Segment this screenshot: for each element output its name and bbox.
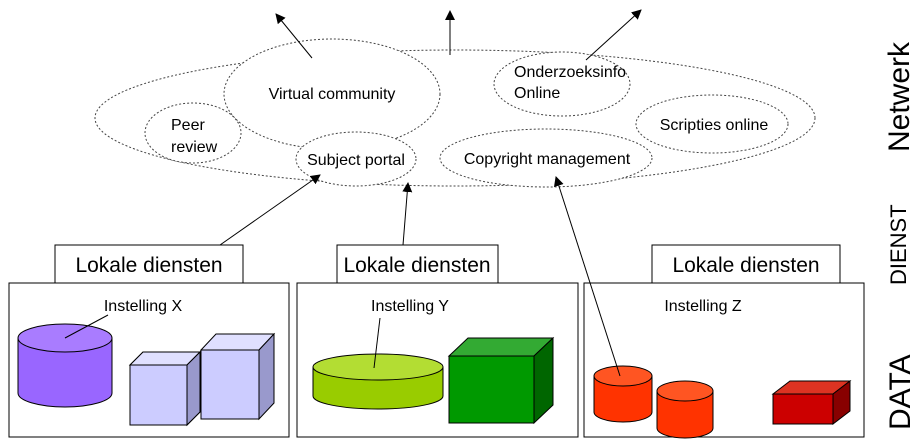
- onderzoeksinfo-ellipse: [493, 51, 631, 117]
- database-cylinder-z2: [656, 380, 714, 439]
- connector-arrow-z: [553, 176, 621, 377]
- data-block-z: [771, 379, 852, 426]
- connector-arrow-x: [219, 174, 321, 246]
- institution-z: Lokale diensten Instelling Z: [583, 244, 865, 439]
- scripties-ellipse: [635, 94, 789, 154]
- peer-review-label-line2: review: [171, 139, 218, 156]
- copyright-ellipse: [439, 128, 653, 188]
- connector-arrow-y: [402, 182, 413, 246]
- layer-label-data: DATA: [884, 354, 917, 430]
- copyright-label: Copyright management: [464, 151, 631, 168]
- connector-line-x-cylinder: [64, 314, 109, 339]
- subject-portal-ellipse: [295, 131, 417, 187]
- database-cylinder-x: [17, 323, 113, 408]
- local-services-label-y: Lokale diensten: [343, 254, 490, 277]
- local-services-label-z: Lokale diensten: [672, 254, 819, 277]
- virtual-community-ellipse: [223, 38, 441, 150]
- data-cube-small-x: [128, 350, 202, 427]
- institution-name-x: Instelling X: [104, 298, 183, 315]
- institution-y: Lokale diensten Instelling Y: [296, 244, 579, 438]
- database-cylinder-z1: [593, 365, 653, 423]
- data-cube-large-x: [199, 332, 276, 421]
- network-cloud: Virtual community Onderzoeksinfo Online …: [94, 9, 816, 188]
- virtual-community-label: Virtual community: [269, 86, 396, 103]
- scripties-label: Scripties online: [660, 117, 769, 134]
- institution-x: Lokale diensten Instelling X: [8, 244, 290, 438]
- local-services-box-z: [651, 244, 841, 284]
- connector-line-y-cylinder: [373, 317, 381, 369]
- layer-label-network: Netwerk: [883, 41, 916, 152]
- local-services-box-y: [336, 244, 499, 284]
- subject-portal-label: Subject portal: [307, 152, 405, 169]
- outbound-arrow-right: [585, 9, 642, 61]
- data-cube-y: [447, 336, 555, 425]
- outbound-arrow-left: [275, 13, 313, 59]
- institution-name-y: Instelling Y: [371, 298, 449, 315]
- local-services-label-x: Lokale diensten: [75, 254, 222, 277]
- onderzoeksinfo-label-line1: Onderzoeksinfo: [514, 64, 626, 81]
- layer-label-service: DIENST: [886, 204, 911, 285]
- institution-name-z: Instelling Z: [664, 298, 742, 315]
- peer-review-label-line1: Peer: [171, 117, 205, 134]
- database-cylinder-y: [312, 353, 444, 410]
- onderzoeksinfo-label-line2: Online: [514, 85, 560, 102]
- peer-review-ellipse: [144, 102, 242, 164]
- network-outer-ellipse: [94, 49, 816, 187]
